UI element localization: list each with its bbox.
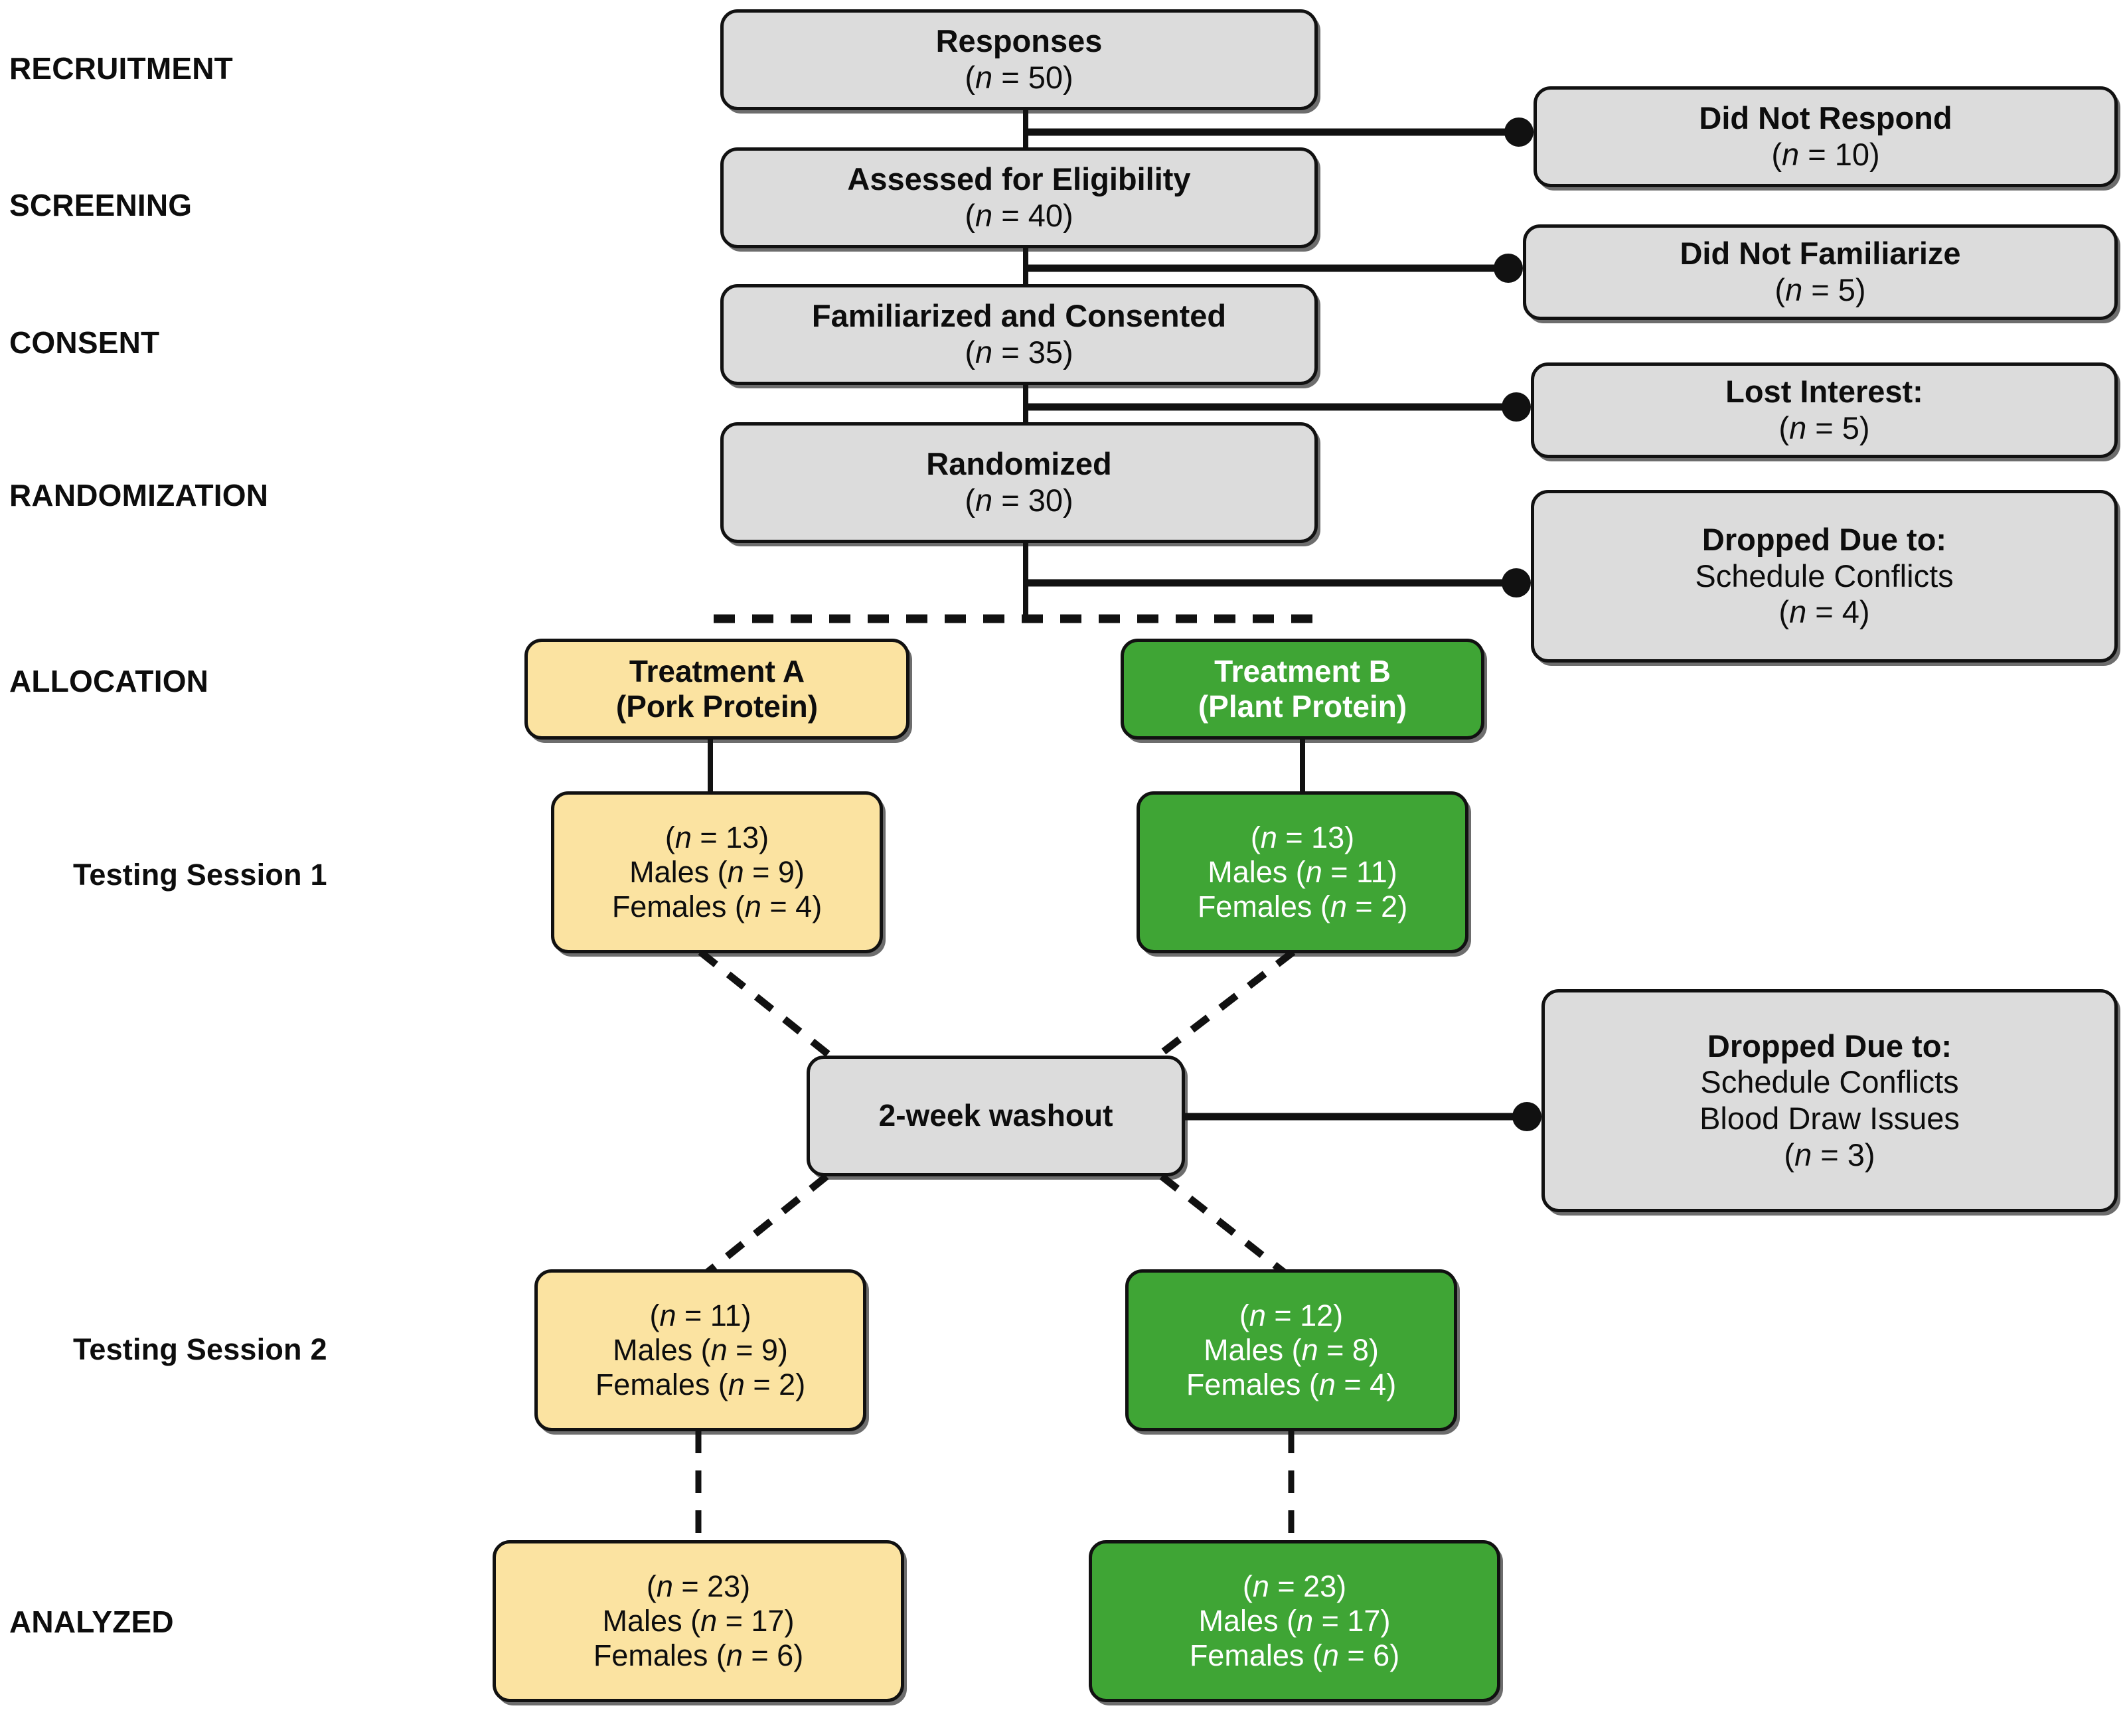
session1-a-males: Males (n = 9) (629, 854, 805, 889)
node-responses-count: (n = 50) (965, 60, 1073, 95)
analyzed-b-total: (n = 23) (1242, 1569, 1347, 1603)
analyzed-b-females: Females (n = 6) (1189, 1638, 1400, 1673)
node-randomized-title: Randomized (926, 446, 1112, 482)
node-session2-arm-b[interactable]: (n = 12) Males (n = 8) Females (n = 4) (1125, 1269, 1457, 1431)
dropped-washout-reason-2: Blood Draw Issues (1699, 1101, 1960, 1136)
dropped-washout-title: Dropped Due to: (1707, 1028, 1952, 1064)
session2-a-total: (n = 11) (649, 1298, 751, 1332)
node-treatment-a[interactable]: Treatment A (Pork Protein) (524, 639, 909, 740)
node-assessed-for-eligibility[interactable]: Assessed for Eligibility (n = 40) (720, 147, 1318, 248)
session2-a-males: Males (n = 9) (613, 1332, 788, 1367)
node-assessed-count: (n = 40) (965, 198, 1073, 233)
dropped-randomization-reason-1: Schedule Conflicts (1695, 558, 1954, 593)
node-familiarized-and-consented[interactable]: Familiarized and Consented (n = 35) (720, 284, 1318, 385)
stage-label-allocation: ALLOCATION (9, 664, 209, 698)
treatment-a-line1: Treatment A (629, 653, 805, 688)
lost-interest-count: (n = 5) (1778, 410, 1870, 445)
washout-label: 2-week washout (878, 1098, 1113, 1133)
treatment-b-line2: (Plant Protein) (1198, 689, 1407, 724)
node-responses[interactable]: Responses (n = 50) (720, 9, 1318, 110)
treatment-a-line2: (Pork Protein) (615, 689, 819, 724)
stage-label-randomization: RANDOMIZATION (9, 478, 269, 513)
did-not-respond-title: Did Not Respond (1699, 100, 1952, 136)
session1-a-total: (n = 13) (665, 820, 769, 854)
node-did-not-familiarize[interactable]: Did Not Familiarize (n = 5) (1523, 224, 2118, 320)
stage-label-testing-session-1: Testing Session 1 (73, 858, 327, 892)
analyzed-b-males: Males (n = 17) (1198, 1603, 1391, 1638)
did-not-respond-count: (n = 10) (1771, 137, 1880, 172)
analyzed-a-females: Females (n = 6) (593, 1638, 804, 1673)
session2-b-total: (n = 12) (1239, 1298, 1344, 1332)
edge-dot-lost-interest (1502, 392, 1531, 422)
did-not-familiarize-count: (n = 5) (1774, 272, 1866, 307)
node-dropped-washout[interactable]: Dropped Due to: Schedule Conflicts Blood… (1541, 989, 2118, 1212)
stage-label-testing-session-2: Testing Session 2 (73, 1332, 327, 1366)
dropped-randomization-title: Dropped Due to: (1701, 522, 1947, 558)
edge-dot-did-not-familiarize (1494, 254, 1523, 283)
node-randomized-count: (n = 30) (965, 483, 1073, 518)
dropped-washout-count: (n = 3) (1784, 1137, 1875, 1172)
stage-label-recruitment: RECRUITMENT (9, 51, 233, 86)
node-washout[interactable]: 2-week washout (807, 1056, 1185, 1176)
dropped-randomization-count: (n = 4) (1778, 594, 1870, 630)
treatment-b-line1: Treatment B (1214, 653, 1391, 688)
stage-label-analyzed: ANALYZED (9, 1605, 174, 1639)
node-dropped-randomization[interactable]: Dropped Due to: Schedule Conflicts (n = … (1531, 490, 2118, 663)
edge-washout-to-s2b (1159, 1173, 1294, 1281)
edge-dot-dropped-randomization (1502, 568, 1531, 597)
stage-label-consent: CONSENT (9, 325, 160, 360)
session1-b-total: (n = 13) (1250, 820, 1355, 854)
node-session1-arm-b[interactable]: (n = 13) Males (n = 11) Females (n = 2) (1137, 791, 1468, 953)
node-lost-interest[interactable]: Lost Interest: (n = 5) (1531, 362, 2118, 458)
dropped-washout-reason-1: Schedule Conflicts (1700, 1064, 1959, 1100)
node-analyzed-arm-a[interactable]: (n = 23) Males (n = 17) Females (n = 6) (493, 1540, 904, 1702)
node-session2-arm-a[interactable]: (n = 11) Males (n = 9) Females (n = 2) (534, 1269, 866, 1431)
session1-a-females: Females (n = 4) (611, 890, 823, 924)
analyzed-a-total: (n = 23) (646, 1569, 751, 1603)
node-randomized[interactable]: Randomized (n = 30) (720, 422, 1318, 543)
session2-a-females: Females (n = 2) (595, 1368, 806, 1402)
node-treatment-b[interactable]: Treatment B (Plant Protein) (1121, 639, 1484, 740)
edge-s1a-to-washout (698, 949, 832, 1059)
analyzed-a-males: Males (n = 17) (602, 1603, 795, 1638)
edge-dot-did-not-respond (1504, 118, 1534, 147)
lost-interest-title: Lost Interest: (1725, 374, 1923, 410)
edge-washout-to-s2a (698, 1173, 829, 1281)
node-assessed-title: Assessed for Eligibility (847, 161, 1191, 197)
node-consented-title: Familiarized and Consented (811, 298, 1227, 334)
session1-b-males: Males (n = 11) (1208, 854, 1397, 889)
node-responses-title: Responses (935, 23, 1103, 59)
session1-b-females: Females (n = 2) (1197, 890, 1408, 924)
session2-b-males: Males (n = 8) (1204, 1332, 1379, 1367)
session2-b-females: Females (n = 4) (1186, 1368, 1397, 1402)
stage-label-screening: SCREENING (9, 188, 193, 222)
node-did-not-respond[interactable]: Did Not Respond (n = 10) (1534, 86, 2118, 187)
node-consented-count: (n = 35) (965, 335, 1073, 370)
edge-dot-dropped-washout (1512, 1102, 1541, 1131)
edge-s1b-to-washout (1156, 949, 1296, 1059)
did-not-familiarize-title: Did Not Familiarize (1680, 236, 1961, 272)
node-analyzed-arm-b[interactable]: (n = 23) Males (n = 17) Females (n = 6) (1089, 1540, 1500, 1702)
node-session1-arm-a[interactable]: (n = 13) Males (n = 9) Females (n = 4) (551, 791, 883, 953)
